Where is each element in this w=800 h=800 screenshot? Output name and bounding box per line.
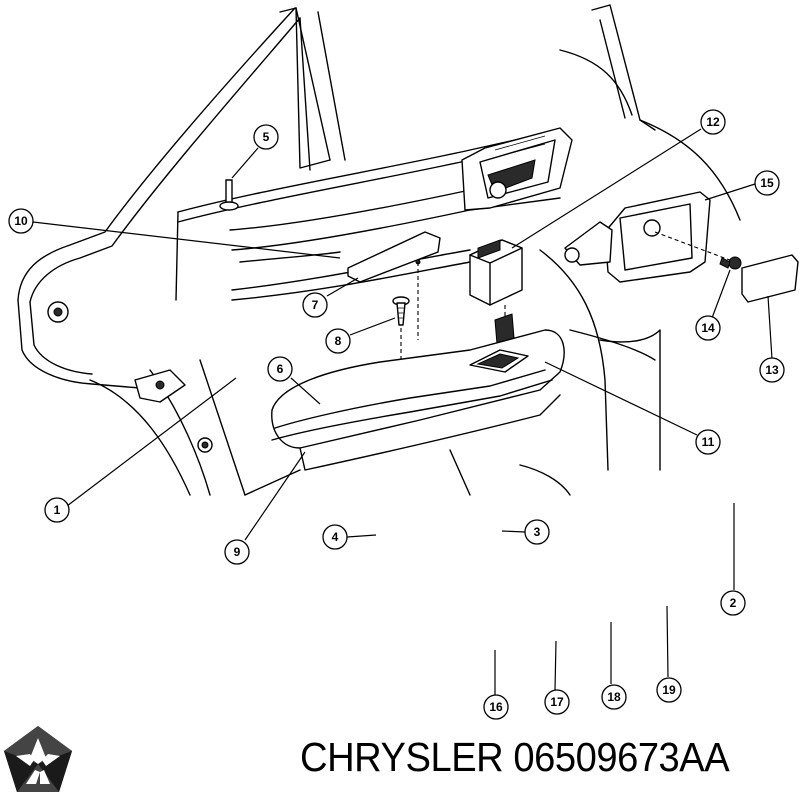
callout-5-label: 5 xyxy=(263,130,270,144)
callout-16: 16 xyxy=(483,694,509,720)
callout-13: 13 xyxy=(759,357,785,383)
callout-3: 3 xyxy=(524,519,550,545)
callout-15: 15 xyxy=(754,170,780,196)
trim-screw-part xyxy=(392,262,419,395)
callout-2-label: 2 xyxy=(730,596,737,610)
callout-14-label: 14 xyxy=(701,321,715,335)
callout-5: 5 xyxy=(253,124,279,150)
callout-1-label: 1 xyxy=(54,503,61,517)
callout-4: 4 xyxy=(322,524,348,550)
window-switch-part xyxy=(469,239,523,345)
callout-8-label: 8 xyxy=(335,334,342,348)
callout-18-label: 18 xyxy=(607,690,621,704)
side-bezel-parts xyxy=(564,191,799,303)
callout-12-label: 12 xyxy=(706,115,720,129)
callout-11-label: 11 xyxy=(702,435,715,449)
part-number-caption: CHRYSLER 06509673AA xyxy=(300,734,730,780)
trim-cap-part xyxy=(347,231,441,283)
callout-17-label: 17 xyxy=(550,695,564,709)
callout-7: 7 xyxy=(302,292,328,318)
callout-3-label: 3 xyxy=(534,525,541,539)
callout-10: 10 xyxy=(8,208,34,234)
lock-knob-stud xyxy=(219,179,239,211)
callout-6-label: 6 xyxy=(277,362,284,376)
callout-6: 6 xyxy=(267,356,293,382)
armrest-assembly xyxy=(244,329,571,496)
callout-17: 17 xyxy=(544,689,570,715)
callout-19: 19 xyxy=(656,677,682,703)
callout-7-label: 7 xyxy=(312,298,319,312)
callout-13-label: 13 xyxy=(765,363,779,377)
callout-18: 18 xyxy=(601,684,627,710)
callout-12: 12 xyxy=(700,109,726,135)
callout-9: 9 xyxy=(224,539,250,565)
callout-9-label: 9 xyxy=(234,545,241,559)
chrysler-pentastar-icon xyxy=(4,726,72,792)
callout-14: 14 xyxy=(695,315,721,341)
leader-lines xyxy=(32,128,773,695)
callout-16-label: 16 xyxy=(489,700,503,714)
callout-11: 11 xyxy=(695,429,721,455)
door-body-outline xyxy=(17,4,741,496)
callout-19-label: 19 xyxy=(662,683,676,697)
callout-4-label: 4 xyxy=(332,530,339,544)
callout-1: 1 xyxy=(44,497,70,523)
callout-15-label: 15 xyxy=(760,176,774,190)
callout-10-label: 10 xyxy=(14,214,28,228)
callout-8: 8 xyxy=(325,328,351,354)
callout-2: 2 xyxy=(720,590,746,616)
